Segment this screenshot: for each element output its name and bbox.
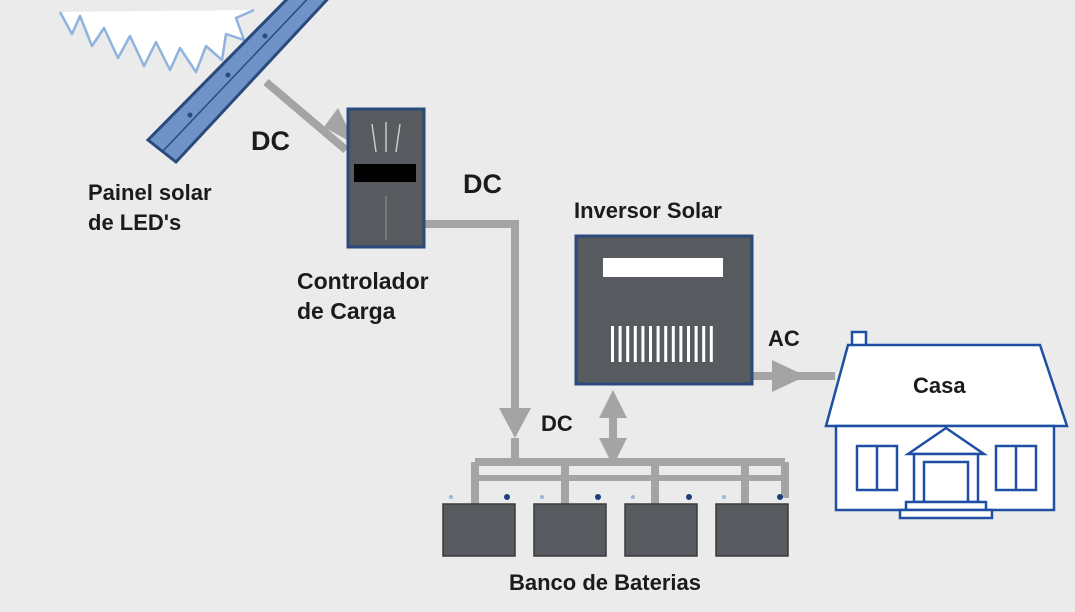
solar-panel-label: Painel solar de LED's [88, 178, 212, 238]
inverter-icon [574, 234, 754, 386]
arrow-up-inverter [599, 390, 627, 418]
charge-controller-icon [346, 107, 426, 249]
panel-to-controller-wire [263, 78, 349, 154]
arrow-to-battery [499, 408, 531, 438]
controller-label-line-2: de Carga [297, 298, 396, 324]
house-icon [824, 330, 1069, 520]
solar-panel-label-line-2: de LED's [88, 210, 182, 235]
battery-icon [715, 494, 789, 557]
controller-to-battery-wire [424, 220, 519, 415]
battery-bank-label: Banco de Baterias [509, 570, 701, 595]
arrow-to-house [772, 360, 806, 392]
inverter-vents [611, 326, 713, 362]
solar-panel-icon [145, 0, 329, 165]
controller-label-line-1: Controlador [297, 268, 429, 294]
ac-label: AC [768, 326, 800, 351]
battery-bank-icons [442, 494, 789, 557]
dc-label-battery: DC [541, 411, 573, 436]
inverter-label: Inversor Solar [574, 198, 722, 223]
battery-icon [624, 494, 698, 557]
dc-label-panel: DC [251, 126, 290, 156]
arrow-down-battery [599, 438, 627, 466]
arrowheads [324, 108, 806, 466]
sun-icon [58, 8, 255, 74]
house-label: Casa [913, 373, 966, 398]
controller-label: Controlador de Carga [297, 266, 429, 326]
battery-icon [533, 494, 607, 557]
battery-icon [442, 494, 516, 557]
dc-label-controller: DC [463, 169, 502, 199]
solar-panel-label-line-1: Painel solar [88, 180, 212, 205]
